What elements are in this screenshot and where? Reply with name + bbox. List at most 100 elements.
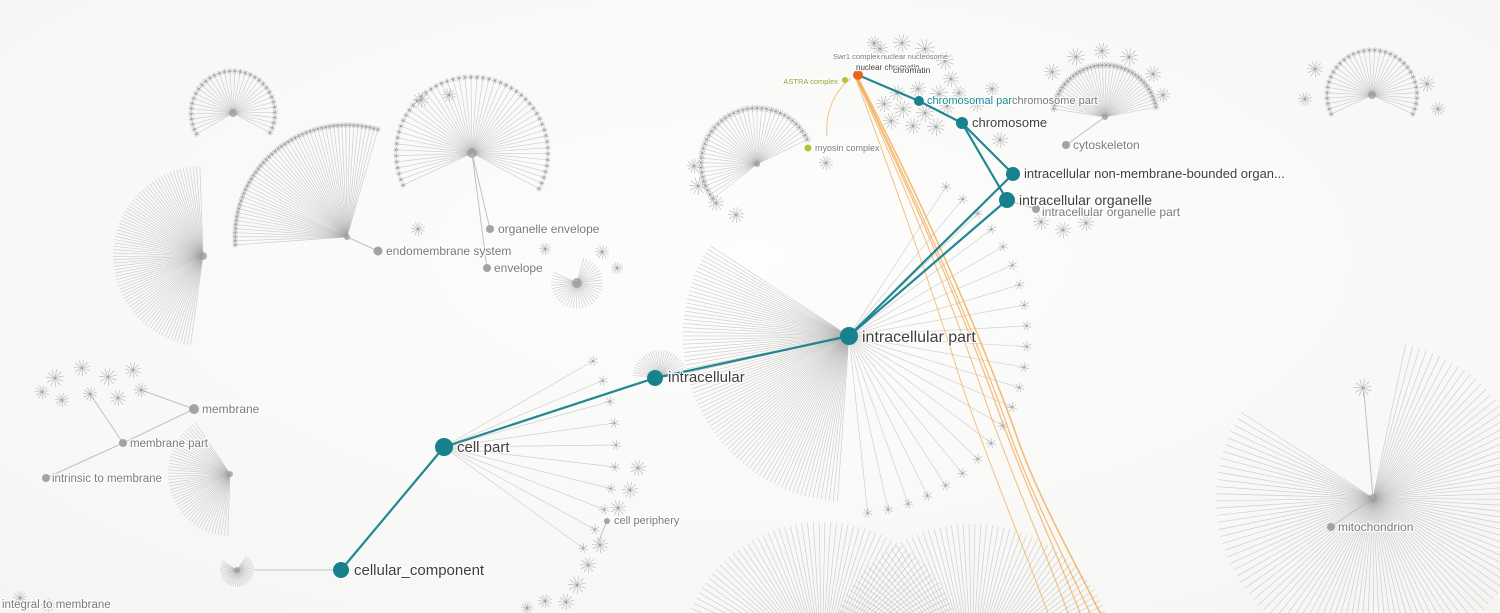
node-burst bbox=[537, 594, 552, 609]
node-cytoskeleton[interactable] bbox=[1062, 141, 1070, 149]
node-burst bbox=[1353, 379, 1372, 398]
node-burst bbox=[968, 96, 985, 113]
node-membrane_part[interactable] bbox=[119, 439, 127, 447]
label-cellular_component[interactable]: cellular_component bbox=[353, 561, 486, 581]
fan-cluster bbox=[112, 166, 207, 346]
label-intracellular[interactable]: intracellular bbox=[667, 368, 746, 388]
fan-cluster bbox=[443, 355, 621, 553]
node-mitochondrion[interactable] bbox=[1327, 523, 1335, 531]
node-burst bbox=[942, 71, 959, 88]
label-myosin_complex[interactable]: myosin complex bbox=[814, 142, 882, 155]
label-intrinsic_to_membrane[interactable]: intrinsic to membrane bbox=[51, 472, 163, 487]
node-burst bbox=[609, 500, 626, 517]
node-endomembrane_system[interactable] bbox=[373, 246, 383, 256]
edge-cell_part--intracellular bbox=[443, 376, 656, 449]
node-burst bbox=[866, 36, 881, 51]
layer-grayedges bbox=[45, 116, 1374, 571]
node-nucleosome_hub[interactable] bbox=[853, 70, 863, 80]
node-burst bbox=[1077, 215, 1094, 232]
node-cellular_component[interactable] bbox=[333, 562, 349, 578]
fan-cluster bbox=[187, 68, 278, 137]
node-burst bbox=[34, 385, 49, 400]
fan-cluster bbox=[1324, 47, 1420, 117]
label-membrane_part[interactable]: membrane part bbox=[129, 437, 210, 452]
layer-orange bbox=[826, 77, 1101, 613]
node-burst bbox=[1119, 48, 1138, 67]
label-cell_part[interactable]: cell part bbox=[456, 438, 512, 458]
node-burst bbox=[12, 591, 27, 606]
fan-cluster bbox=[219, 555, 255, 588]
node-burst bbox=[929, 85, 948, 104]
node-burst bbox=[591, 537, 608, 554]
layer-nodes bbox=[42, 70, 1335, 578]
node-non_membrane[interactable] bbox=[1006, 167, 1020, 181]
node-intracellular[interactable] bbox=[647, 370, 663, 386]
node-intrinsic_to_membrane[interactable] bbox=[42, 474, 50, 482]
gray-edge bbox=[471, 152, 488, 269]
label-intracellular_part[interactable]: intracellular part bbox=[861, 328, 978, 348]
node-burst bbox=[579, 557, 596, 574]
label-chromosomal_part[interactable]: chromosomal part bbox=[926, 94, 1017, 109]
label-endomembrane_system[interactable]: endomembrane system bbox=[385, 243, 513, 260]
node-astra_node[interactable] bbox=[842, 77, 848, 83]
node-burst bbox=[914, 39, 935, 60]
node-burst bbox=[567, 576, 586, 595]
node-burst bbox=[82, 387, 97, 402]
label-intracellular_organelle_part[interactable]: intracellular organelle part bbox=[1041, 204, 1182, 221]
label-intracellular_organelle[interactable]: intracellular organelle bbox=[1018, 191, 1154, 210]
node-burst bbox=[98, 368, 117, 387]
node-intracellular_part[interactable] bbox=[840, 327, 858, 345]
node-chromosomal_part[interactable] bbox=[914, 96, 924, 106]
node-membrane[interactable] bbox=[189, 404, 199, 414]
label-membrane[interactable]: membrane bbox=[201, 401, 261, 418]
node-burst bbox=[1297, 92, 1312, 107]
edge-chromosome--chromosomal_part bbox=[918, 100, 963, 124]
label-non_membrane[interactable]: intracellular non-membrane-bounded organ… bbox=[1023, 165, 1286, 183]
node-burst bbox=[909, 81, 926, 98]
label-nuclear_nucleosome_label: nuclear nucleosome bbox=[881, 52, 948, 61]
node-burst bbox=[520, 602, 533, 613]
layer-fans bbox=[112, 47, 1500, 613]
node-envelope[interactable] bbox=[483, 264, 491, 272]
label-organelle_envelope[interactable]: organelle envelope bbox=[497, 221, 601, 238]
node-burst bbox=[727, 207, 744, 224]
node-myosin_complex[interactable] bbox=[804, 144, 812, 152]
node-burst bbox=[904, 118, 921, 135]
node-chromosome[interactable] bbox=[956, 117, 968, 129]
label-chromosome_part_label: chromosome part bbox=[1012, 95, 1098, 107]
node-burst bbox=[875, 96, 892, 113]
node-cell_part[interactable] bbox=[435, 438, 453, 456]
fan-cluster bbox=[838, 524, 1106, 613]
node-intracellular_organelle[interactable] bbox=[999, 192, 1015, 208]
node-burst bbox=[991, 132, 1008, 149]
node-burst bbox=[926, 118, 945, 137]
gray-edge bbox=[346, 236, 379, 252]
gray-edge bbox=[597, 520, 608, 544]
label-envelope[interactable]: envelope bbox=[493, 260, 545, 277]
label-cell_periphery[interactable]: cell periphery bbox=[613, 514, 681, 529]
label-cytoskeleton[interactable]: cytoskeleton bbox=[1072, 137, 1141, 154]
orange-edge bbox=[857, 79, 1091, 613]
label-integral_to_membrane: integral to membrane bbox=[2, 599, 111, 611]
fan-cluster bbox=[231, 121, 381, 248]
fan-cluster bbox=[393, 73, 551, 192]
node-burst bbox=[707, 195, 724, 212]
node-burst bbox=[109, 390, 126, 407]
node-burst bbox=[1043, 64, 1060, 81]
node-burst bbox=[935, 52, 954, 71]
label-astra_node[interactable]: ASTRA complex bbox=[782, 76, 839, 88]
fan-cluster bbox=[168, 422, 233, 536]
node-intracellular_organelle_part[interactable] bbox=[1032, 205, 1040, 213]
label-chromosome[interactable]: chromosome bbox=[971, 114, 1049, 132]
gray-edge bbox=[1363, 391, 1374, 499]
node-burst bbox=[594, 245, 609, 260]
node-burst bbox=[133, 383, 148, 398]
layer-bursts bbox=[12, 34, 1445, 613]
node-cell_periphery[interactable] bbox=[604, 518, 610, 524]
gray-edge bbox=[89, 393, 124, 444]
label-mitochondrion[interactable]: mitochondrion bbox=[1337, 519, 1415, 536]
label-chromatin_label: chromatin bbox=[893, 65, 931, 75]
node-organelle_envelope[interactable] bbox=[486, 225, 494, 233]
